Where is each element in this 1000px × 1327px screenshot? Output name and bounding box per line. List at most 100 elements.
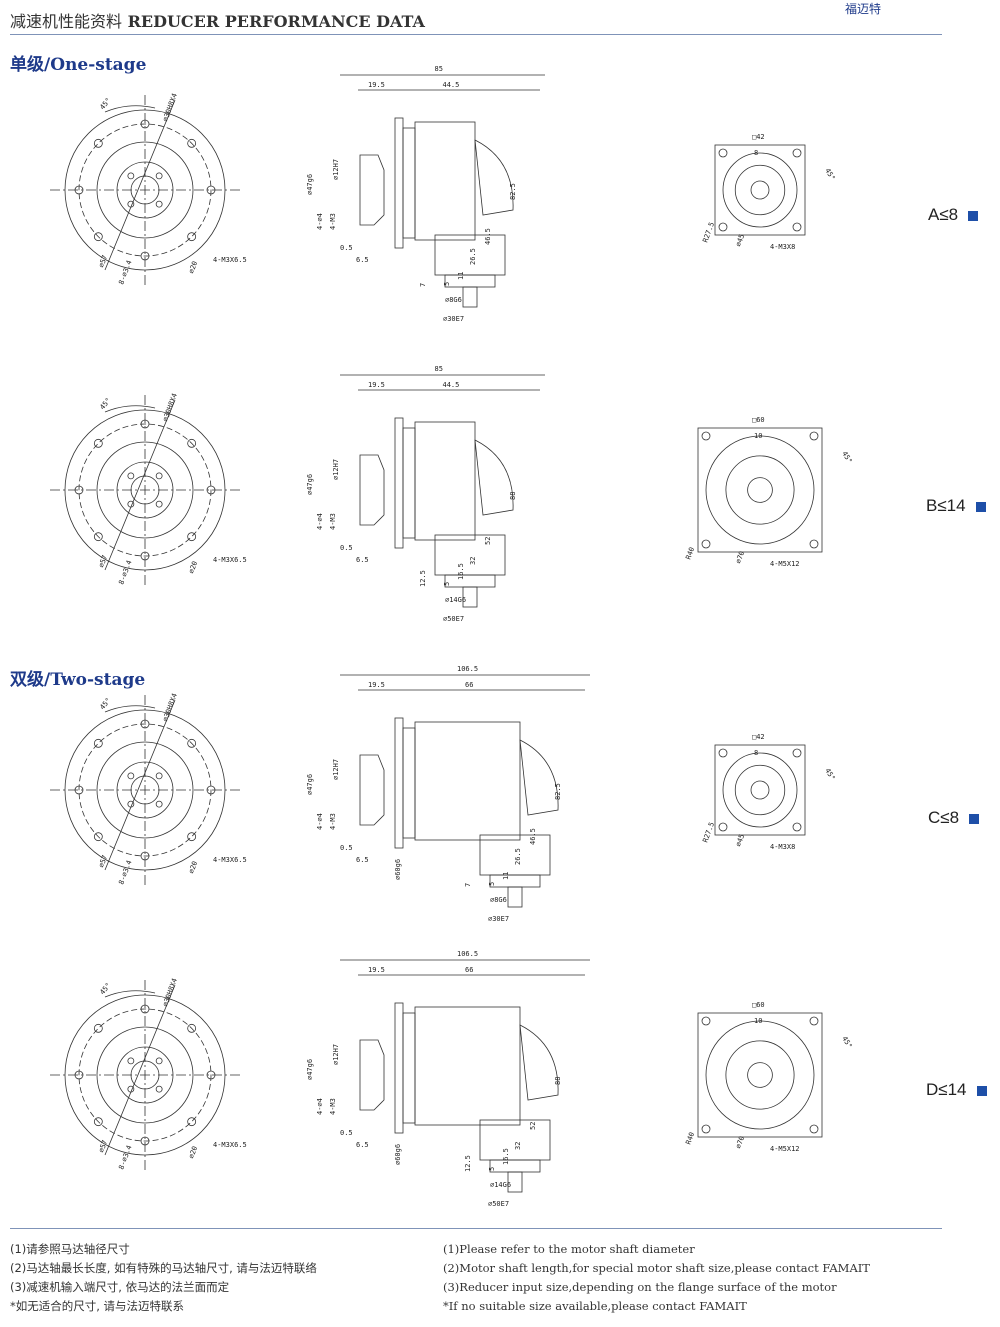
height-text: 11 bbox=[457, 272, 465, 280]
output-flange bbox=[444, 274, 496, 288]
motor-adapter bbox=[359, 154, 385, 226]
output-shaft-text: ⌀14G6 bbox=[445, 596, 466, 604]
output-pcd-circle bbox=[705, 435, 815, 545]
front-pcd-text: ⌀30H8X4 bbox=[161, 692, 179, 722]
height-text: 46.5 bbox=[529, 828, 537, 845]
flange-ring bbox=[402, 127, 416, 239]
body-circle bbox=[96, 441, 194, 539]
output-bolt-hole-icon bbox=[718, 148, 728, 158]
pcd-in-text: ⌀47g6 bbox=[306, 474, 314, 495]
mount-hole-icon bbox=[187, 1023, 197, 1033]
height-text: 88 bbox=[509, 492, 517, 500]
dim-text: 6.5 bbox=[356, 256, 369, 264]
dim-text: 66 bbox=[465, 966, 473, 974]
output-bolt-hole-icon bbox=[809, 539, 819, 549]
body-circle bbox=[96, 1026, 194, 1124]
body-circle bbox=[96, 141, 194, 239]
height-text: 26.5 bbox=[469, 248, 477, 265]
total-length-text: 106.5 bbox=[457, 950, 478, 958]
height-text: 52 bbox=[529, 1122, 537, 1130]
pcd-in-text: ⌀47g6 bbox=[306, 174, 314, 195]
angle-text: 45° bbox=[823, 167, 836, 182]
mount-hole-icon bbox=[187, 532, 197, 542]
dim-text: 4-M3 bbox=[329, 513, 337, 530]
output-housing bbox=[434, 534, 506, 576]
output-shaft bbox=[507, 886, 523, 908]
pcd-in-text: ⌀47g6 bbox=[306, 1059, 314, 1080]
dia-text: 8-⌀3.4 bbox=[117, 859, 133, 886]
flange-plate bbox=[394, 417, 404, 549]
flange-ring bbox=[402, 427, 416, 539]
dia-text: ⌀20 bbox=[187, 1145, 199, 1160]
section-two-stage: 双级/Two-stage bbox=[10, 670, 146, 690]
output-bolt-hole-icon bbox=[792, 748, 802, 758]
height-text: 82.5 bbox=[509, 183, 517, 200]
output-square-flange bbox=[714, 144, 806, 236]
pcd-circle bbox=[78, 1008, 212, 1142]
flange-ring bbox=[402, 727, 416, 839]
output-shaft bbox=[507, 1171, 523, 1193]
bullet-square-icon bbox=[969, 813, 980, 824]
output-pcd-circle bbox=[722, 752, 798, 828]
pcd-circle bbox=[78, 723, 212, 857]
dim-text: 44.5 bbox=[443, 81, 460, 89]
output-bolt-hole-icon bbox=[701, 1016, 711, 1026]
flange-offset-text: 10 bbox=[754, 1017, 762, 1025]
height-text: 16.5 bbox=[457, 563, 465, 580]
motor-shaft-text: ⌀12H7 bbox=[332, 759, 340, 780]
tap-hole-icon bbox=[155, 172, 163, 180]
motor-shaft-text: ⌀12H7 bbox=[332, 1044, 340, 1065]
output-screw-text: 4-M3X8 bbox=[770, 843, 795, 851]
dim-text: 4-⌀4 bbox=[316, 813, 324, 830]
total-length-text: 85 bbox=[435, 365, 443, 373]
output-pcd-text: ⌀70 bbox=[734, 550, 746, 565]
mount-hole-icon bbox=[93, 738, 103, 748]
mount-hole-icon bbox=[93, 532, 103, 542]
tap-hole-icon bbox=[127, 1057, 135, 1065]
front-pcd-text: ⌀30H8X4 bbox=[161, 392, 179, 422]
dia-text: 8-⌀3.4 bbox=[117, 259, 133, 286]
tap-hole-icon bbox=[155, 500, 163, 508]
height-text: 7 bbox=[419, 283, 427, 287]
model-label-a: A≤8 bbox=[928, 205, 979, 225]
mount-hole-icon bbox=[93, 138, 103, 148]
dim-text: 4-⌀4 bbox=[316, 213, 324, 230]
dim-text: 19.5 bbox=[368, 681, 385, 689]
leader-line bbox=[104, 99, 176, 271]
mount-hole-icon bbox=[187, 832, 197, 842]
height-text: 7 bbox=[464, 883, 472, 887]
leader-line bbox=[104, 984, 176, 1156]
body-circle bbox=[96, 741, 194, 839]
dim-text: 19.5 bbox=[368, 381, 385, 389]
dia-text: ⌀20 bbox=[187, 260, 199, 275]
notes-cn: (1)请参照马达轴径尺寸 (2)马达轴最长长度, 如有特殊的马达轴尺寸, 请与法… bbox=[10, 1240, 317, 1316]
dim-text: 19.5 bbox=[368, 81, 385, 89]
output-bolt-hole-icon bbox=[701, 539, 711, 549]
output-shaft-text: ⌀8G6 bbox=[445, 296, 462, 304]
dim-text: 4-M3 bbox=[329, 1098, 337, 1115]
dim-text: 4-M3 bbox=[329, 213, 337, 230]
tap-hole-icon bbox=[155, 472, 163, 480]
dim-text: 19.5 bbox=[368, 966, 385, 974]
motor-adapter bbox=[359, 1039, 385, 1111]
tap-hole-icon bbox=[155, 772, 163, 780]
angle-arc bbox=[104, 705, 156, 713]
dim-text: 0.5 bbox=[340, 1129, 353, 1137]
gear-housing bbox=[414, 1006, 521, 1126]
mount-hole-icon bbox=[93, 438, 103, 448]
pcd-in-text: ⌀47g6 bbox=[306, 774, 314, 795]
dia-text: ⌀57 bbox=[97, 254, 109, 269]
height-text: 16.5 bbox=[502, 1148, 510, 1165]
output-bolt-hole-icon bbox=[792, 822, 802, 832]
flange-size-text: □42 bbox=[752, 733, 765, 741]
model-label-b: B≤14 bbox=[926, 496, 986, 516]
output-shaft bbox=[462, 286, 478, 308]
output-bolt-hole-icon bbox=[718, 822, 728, 832]
bevel-gear-body bbox=[474, 139, 514, 216]
mount-hole-icon bbox=[93, 1117, 103, 1127]
tap-hole-icon bbox=[155, 1057, 163, 1065]
output-bolt-hole-icon bbox=[792, 148, 802, 158]
